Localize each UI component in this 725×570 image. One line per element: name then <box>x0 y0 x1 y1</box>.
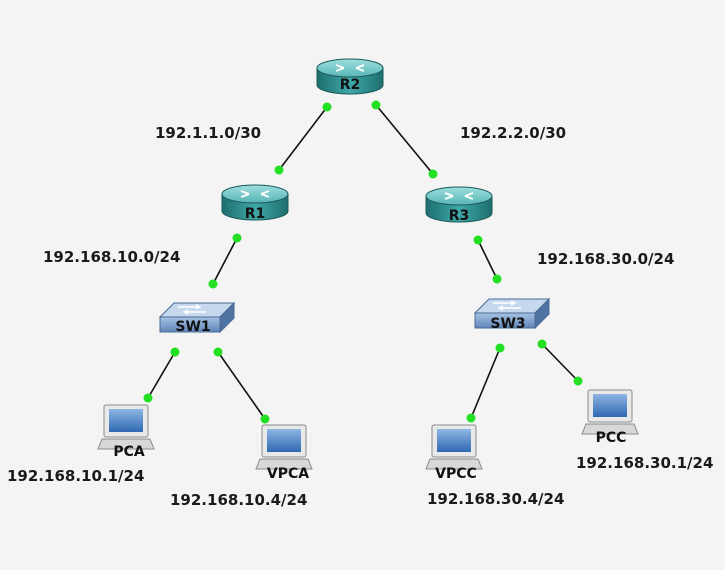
port-indicator <box>371 100 381 110</box>
network-label-r2-r3: 192.2.2.0/30 <box>460 124 566 142</box>
switch-sw1[interactable]: SW1 <box>158 301 236 335</box>
router-r3[interactable]: R3 <box>425 186 493 224</box>
port-indicator <box>232 233 242 243</box>
network-label-r3-lan: 192.168.30.0/24 <box>537 250 674 268</box>
port-indicator <box>537 339 547 349</box>
link-r2-r3[interactable] <box>375 104 434 175</box>
port-indicator <box>473 235 483 245</box>
pc-pcc[interactable]: PCC <box>581 389 639 446</box>
switch-sw3-label: SW3 <box>490 316 525 332</box>
port-indicator <box>495 343 505 353</box>
ip-label-pca: 192.168.10.1/24 <box>7 467 144 485</box>
ip-label-pcc: 192.168.30.1/24 <box>576 454 713 472</box>
pc-vpca[interactable]: VPCA <box>255 424 313 482</box>
port-indicators <box>143 100 583 424</box>
switch-sw1-label: SW1 <box>175 319 210 335</box>
router-r1[interactable]: R1 <box>221 184 289 222</box>
ip-label-vpcc: 192.168.30.4/24 <box>427 490 564 508</box>
ip-label-vpca: 192.168.10.4/24 <box>170 491 307 509</box>
network-label-r1-lan: 192.168.10.0/24 <box>43 248 180 266</box>
pc-vpcc-label: VPCC <box>435 466 477 482</box>
link-sw1-vpca[interactable] <box>217 351 266 420</box>
switch-sw3[interactable]: SW3 <box>473 297 551 332</box>
link-r2-r1[interactable] <box>278 106 328 171</box>
port-indicator <box>466 413 476 423</box>
port-indicator <box>213 347 223 357</box>
links <box>147 104 579 420</box>
port-indicator <box>170 347 180 357</box>
port-indicator <box>322 102 332 112</box>
port-indicator <box>208 279 218 289</box>
port-indicator <box>573 376 583 386</box>
pc-pca[interactable]: PCA <box>97 404 155 460</box>
pc-pca-label: PCA <box>113 444 145 460</box>
router-r2[interactable]: R2 <box>316 58 384 95</box>
router-r1-label: R1 <box>245 206 266 222</box>
port-indicator <box>428 169 438 179</box>
port-indicator <box>274 165 284 175</box>
link-r1-sw1[interactable] <box>212 237 238 285</box>
link-sw3-pcc[interactable] <box>541 343 579 382</box>
network-label-r2-r1: 192.1.1.0/30 <box>155 124 261 142</box>
port-indicator <box>492 274 502 284</box>
port-indicator <box>260 414 270 424</box>
router-r3-label: R3 <box>449 208 470 224</box>
link-r3-sw3[interactable] <box>477 239 498 280</box>
pc-vpcc[interactable]: VPCC <box>425 424 483 482</box>
pc-pcc-label: PCC <box>596 430 627 446</box>
link-sw1-pca[interactable] <box>147 351 176 399</box>
port-indicator <box>143 393 153 403</box>
link-sw3-vpcc[interactable] <box>470 347 501 419</box>
router-r2-label: R2 <box>340 77 361 93</box>
pc-vpca-label: VPCA <box>267 466 309 482</box>
